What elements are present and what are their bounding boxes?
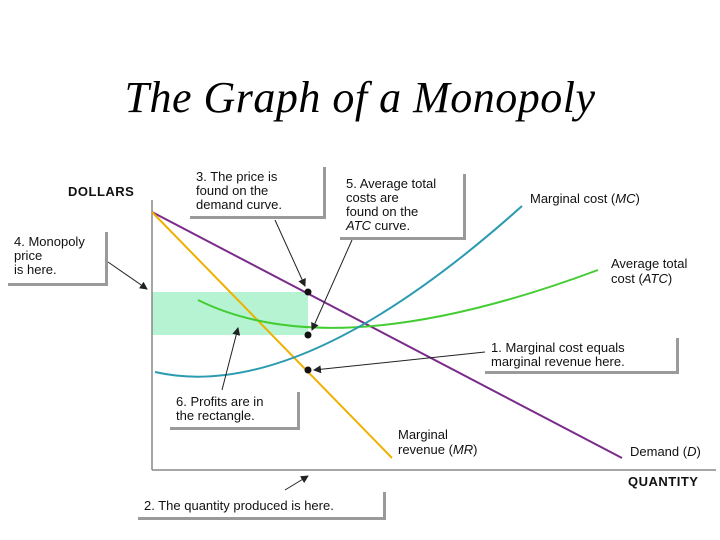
demand-curve <box>151 211 623 459</box>
mc-label: Marginal cost (MC) <box>530 191 640 206</box>
callout-5: 5. Average total costs are found on the … <box>340 174 466 240</box>
marginal-revenue-curve <box>151 211 393 459</box>
marginal-cost-curve <box>154 205 523 378</box>
y-axis-label: DOLLARS <box>68 184 135 199</box>
callout-2: 2. The quantity produced is here. <box>138 492 386 520</box>
arrow-4 <box>107 261 148 290</box>
arrow-1 <box>313 351 486 374</box>
demand-label: Demand (D) <box>630 444 701 459</box>
x-axis-label: QUANTITY <box>628 474 699 489</box>
callout-6: 6. Profits are in the rectangle. <box>170 392 300 430</box>
arrow-3 <box>274 219 306 287</box>
callout-3: 3. The price is found on the demand curv… <box>190 167 326 219</box>
arrow-2 <box>284 475 309 491</box>
average-total-cost-curve <box>197 269 599 329</box>
price-point <box>304 288 312 296</box>
arrow-6 <box>221 327 241 391</box>
arrow-5 <box>311 239 353 331</box>
page-title: The Graph of a Monopoly <box>124 73 596 122</box>
atc-point <box>304 331 312 339</box>
callout-1: 1. Marginal cost equals marginal revenue… <box>485 338 679 374</box>
mc-mr-intersection-point <box>304 366 312 374</box>
callout-4: 4. Monopoly price is here. <box>8 232 108 286</box>
